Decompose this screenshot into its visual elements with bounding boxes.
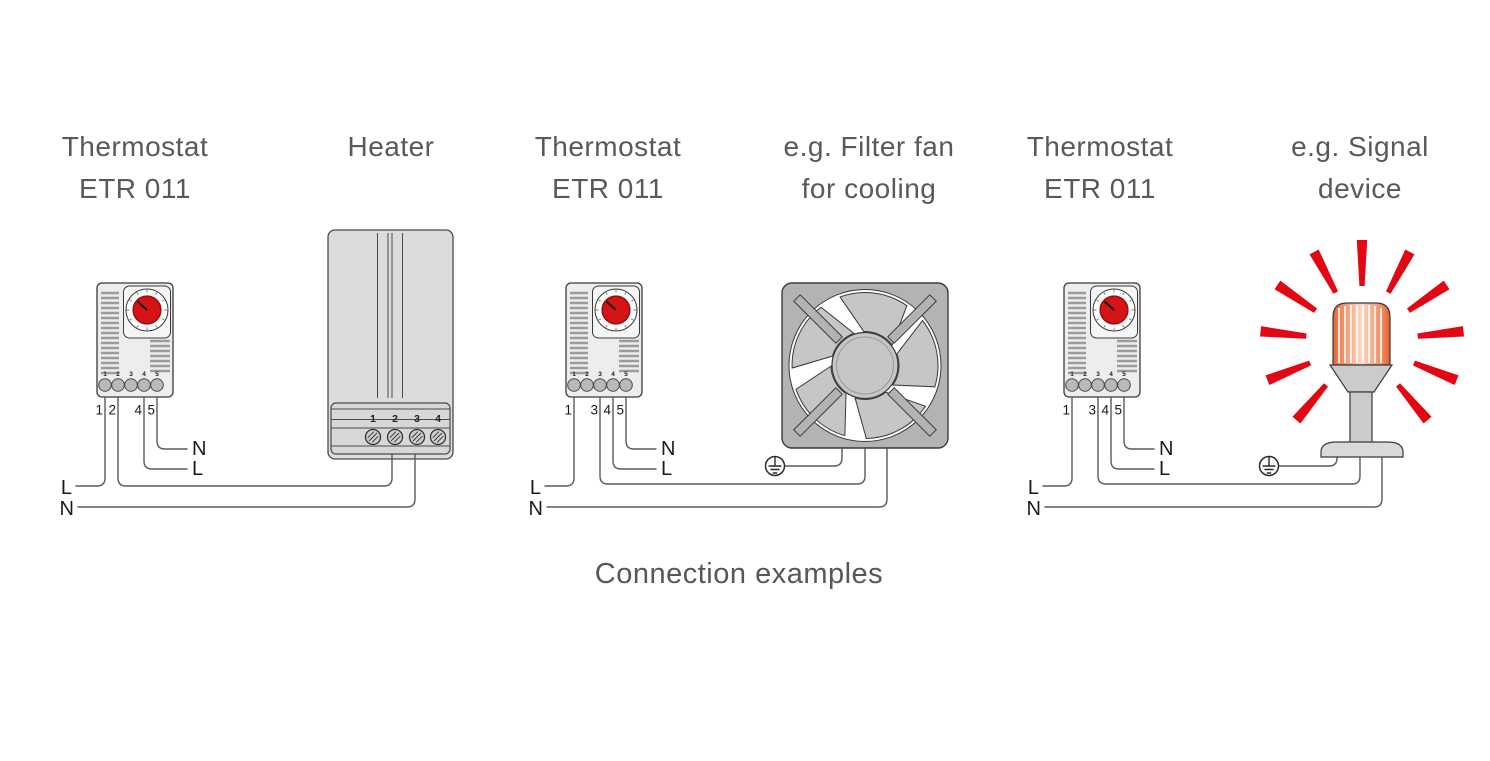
label-supply-L: L bbox=[1028, 477, 1039, 499]
beacon-stem bbox=[1349, 391, 1373, 444]
fan-corner-struts bbox=[793, 294, 937, 437]
label-supply-N: N bbox=[529, 498, 543, 520]
earth-icon bbox=[764, 455, 786, 477]
heater-device: 1 2 3 4 bbox=[327, 229, 454, 460]
title-line: Thermostat bbox=[61, 131, 209, 162]
heater-terminal-number-2: 2 bbox=[392, 413, 398, 425]
wire-terminal5-N-stub bbox=[625, 396, 657, 450]
wire-supply-N-to-heater bbox=[77, 453, 416, 508]
diagram2-thermostat-title: Thermostat ETR 011 bbox=[513, 126, 703, 210]
wire-supply-L-to-terminal1 bbox=[1042, 396, 1073, 487]
diagram-filter-fan: 1 3 4 5 N L L N bbox=[529, 281, 949, 520]
diagram3-load-title: e.g. Signal device bbox=[1250, 126, 1470, 210]
stub-number: 3 bbox=[1088, 403, 1096, 418]
label-supply-L: L bbox=[61, 477, 72, 499]
heater-screw-1 bbox=[364, 428, 382, 446]
heater-fin-slot bbox=[377, 233, 403, 398]
earth-icon bbox=[1258, 455, 1280, 477]
wire-terminal5-N-stub bbox=[156, 396, 188, 450]
wire-terminal3-to-fan bbox=[599, 396, 866, 485]
fan-hub bbox=[831, 331, 899, 400]
label-N-stub: N bbox=[1159, 438, 1173, 460]
label-supply-N: N bbox=[60, 498, 74, 520]
wire-supply-N-to-fan bbox=[546, 448, 888, 508]
title-line: Thermostat bbox=[534, 131, 682, 162]
title-line: e.g. Filter fan bbox=[783, 131, 955, 162]
wire-fan-earth bbox=[784, 448, 843, 467]
stub-number: 5 bbox=[147, 403, 155, 418]
wire-supply-L-to-terminal1 bbox=[544, 396, 575, 487]
stub-number: 1 bbox=[564, 403, 572, 418]
label-N-stub: N bbox=[661, 438, 675, 460]
fan-hub-rim bbox=[836, 336, 894, 395]
label-L-stub: L bbox=[661, 458, 672, 480]
thermostat-device-1 bbox=[95, 281, 175, 399]
wire-supply-N-to-beacon bbox=[1044, 457, 1383, 508]
label-N-stub: N bbox=[192, 438, 206, 460]
heater-terminal-number-1: 1 bbox=[370, 413, 376, 425]
diagram3-thermostat-title: Thermostat ETR 011 bbox=[1005, 126, 1195, 210]
label-supply-N: N bbox=[1027, 498, 1041, 520]
title-line: device bbox=[1318, 173, 1402, 204]
title-line: Heater bbox=[347, 131, 435, 162]
wire-terminal4-L-stub bbox=[612, 396, 657, 470]
title-line: ETR 011 bbox=[79, 173, 191, 204]
heater-screw-3 bbox=[408, 428, 426, 446]
stub-number: 5 bbox=[616, 403, 624, 418]
thermostat-device-2 bbox=[564, 281, 644, 399]
title-line: ETR 011 bbox=[552, 173, 664, 204]
heater-housing bbox=[327, 229, 454, 460]
stub-number: 5 bbox=[1114, 403, 1122, 418]
beacon-lamp-ribs bbox=[1338, 305, 1382, 363]
diagram-heater: 1 2 3 4 1 2 4 5 N L L N bbox=[60, 229, 454, 520]
title-line: Thermostat bbox=[1026, 131, 1174, 162]
page-caption: Connection examples bbox=[594, 558, 884, 590]
stub-number: 1 bbox=[1062, 403, 1070, 418]
heater-terminal-number-3: 3 bbox=[414, 413, 420, 425]
diagram2-load-title: e.g. Filter fan for cooling bbox=[759, 126, 979, 210]
wire-terminal2-to-heater bbox=[117, 396, 393, 487]
diagram1-thermostat-title: Thermostat ETR 011 bbox=[40, 126, 230, 210]
wire-beacon-earth bbox=[1278, 457, 1338, 467]
beacon-collar bbox=[1328, 364, 1394, 393]
heater-screw-2 bbox=[386, 428, 404, 446]
stub-number: 4 bbox=[1101, 403, 1109, 418]
label-supply-L: L bbox=[530, 477, 541, 499]
title-line: for cooling bbox=[801, 173, 937, 204]
stub-number: 1 bbox=[95, 403, 103, 418]
stub-number: 4 bbox=[603, 403, 611, 418]
stub-number: 3 bbox=[590, 403, 598, 418]
heater-screw-4 bbox=[429, 428, 447, 446]
stub-number: 2 bbox=[108, 403, 116, 418]
label-L-stub: L bbox=[192, 458, 203, 480]
wire-terminal3-to-beacon bbox=[1097, 396, 1361, 485]
stub-number: 4 bbox=[134, 403, 142, 418]
fan-device bbox=[779, 281, 949, 449]
heater-terminal-number-4: 4 bbox=[435, 413, 441, 425]
wire-terminal5-N-stub bbox=[1123, 396, 1155, 450]
wire-terminal4-L-stub bbox=[1110, 396, 1155, 470]
beacon-base bbox=[1320, 441, 1404, 458]
signal-beacon-device bbox=[1260, 240, 1464, 458]
wire-supply-L-to-terminal1 bbox=[75, 396, 106, 487]
wire-terminal4-L-stub bbox=[143, 396, 188, 470]
heater-terminal-block-lines bbox=[331, 408, 450, 447]
diagram1-load-title: Heater bbox=[301, 126, 481, 168]
label-L-stub: L bbox=[1159, 458, 1170, 480]
thermostat-device-3 bbox=[1062, 281, 1142, 399]
title-line: ETR 011 bbox=[1044, 173, 1156, 204]
diagram-signal-device: 1 3 4 5 N L L N bbox=[1027, 240, 1464, 520]
title-line: e.g. Signal bbox=[1291, 131, 1429, 162]
